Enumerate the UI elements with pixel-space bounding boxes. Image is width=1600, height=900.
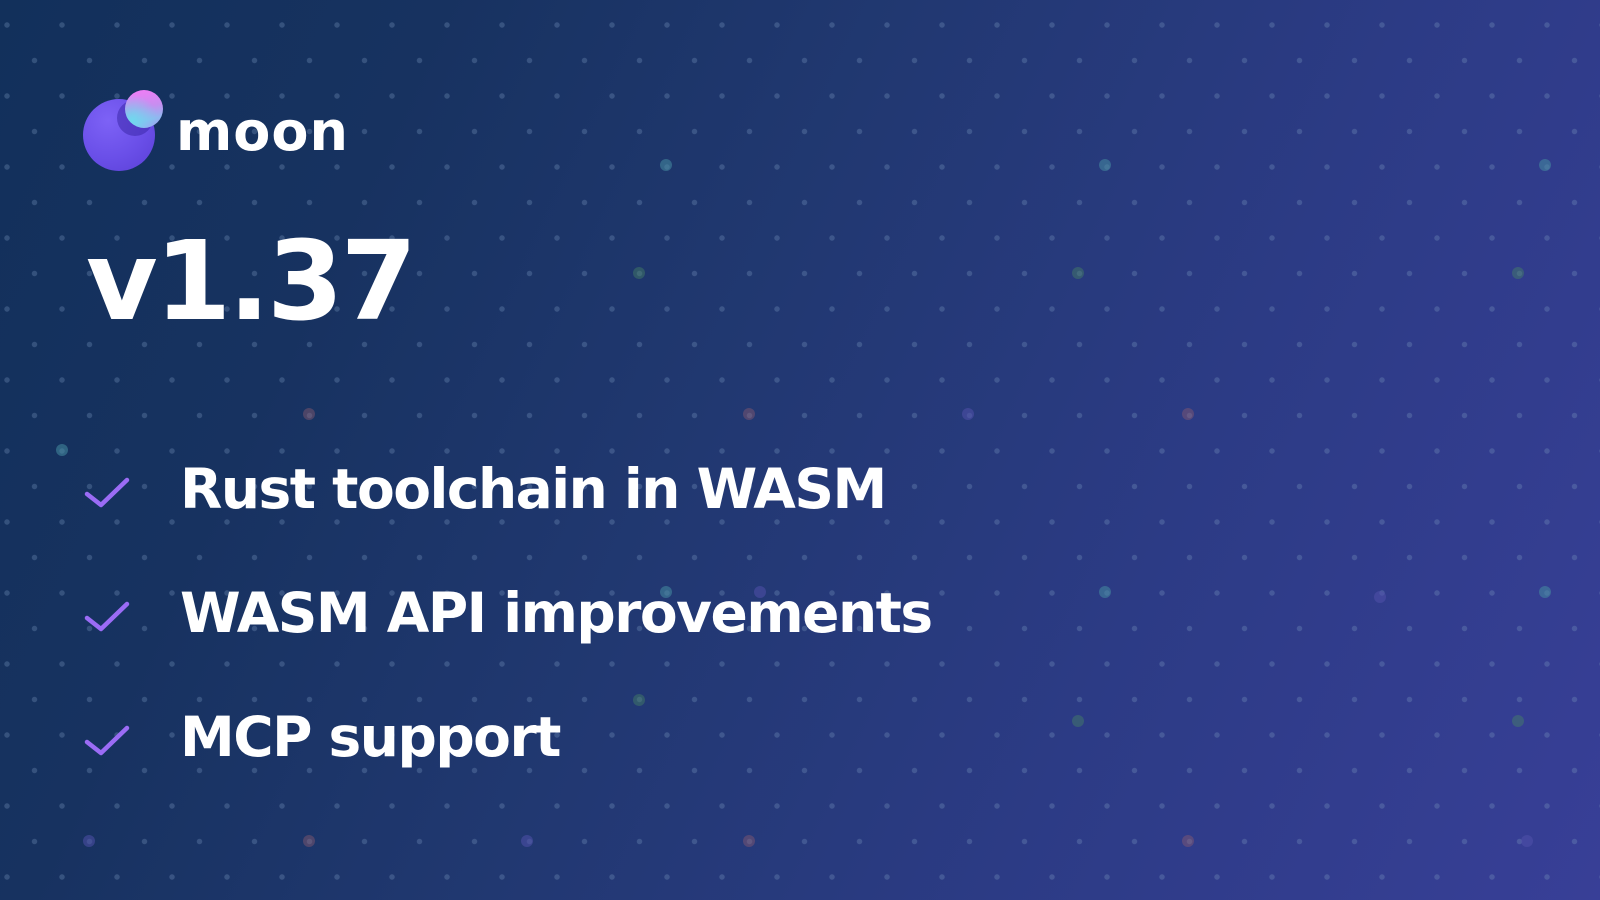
brand-name: moon	[176, 100, 349, 163]
accent-dot	[1539, 159, 1551, 171]
accent-dot	[1072, 267, 1084, 279]
accent-dot	[743, 835, 755, 847]
accent-dot	[1521, 835, 1533, 847]
accent-dot	[1539, 586, 1551, 598]
feature-label: Rust toolchain in WASM	[180, 457, 887, 521]
check-icon	[84, 477, 130, 507]
feature-item: WASM API improvements	[84, 581, 933, 645]
accent-dot	[1182, 835, 1194, 847]
accent-dot	[303, 408, 315, 420]
accent-dot	[962, 408, 974, 420]
accent-dot	[660, 159, 672, 171]
accent-dot	[633, 267, 645, 279]
accent-dot	[1512, 715, 1524, 727]
accent-dot	[303, 835, 315, 847]
check-icon	[84, 725, 130, 755]
accent-dot	[660, 586, 672, 598]
accent-dot	[1072, 715, 1084, 727]
brand-logo: moon	[82, 88, 349, 174]
accent-dot	[1099, 159, 1111, 171]
feature-label: MCP support	[180, 705, 561, 769]
accent-dot	[83, 835, 95, 847]
feature-item: MCP support	[84, 705, 561, 769]
accent-dot	[521, 835, 533, 847]
feature-label: WASM API improvements	[180, 581, 933, 645]
accent-dot	[633, 694, 645, 706]
accent-dot	[1099, 586, 1111, 598]
accent-dot	[743, 408, 755, 420]
accent-dot	[1182, 408, 1194, 420]
accent-dot	[56, 444, 68, 456]
check-icon	[84, 601, 130, 631]
release-version-title: v1.37	[86, 217, 417, 345]
moon-planet-logo-icon	[82, 88, 166, 174]
feature-item: Rust toolchain in WASM	[84, 457, 887, 521]
accent-dot	[1374, 591, 1386, 603]
logo-moonlet	[125, 90, 163, 128]
accent-dot	[1512, 267, 1524, 279]
accent-dot	[754, 586, 766, 598]
